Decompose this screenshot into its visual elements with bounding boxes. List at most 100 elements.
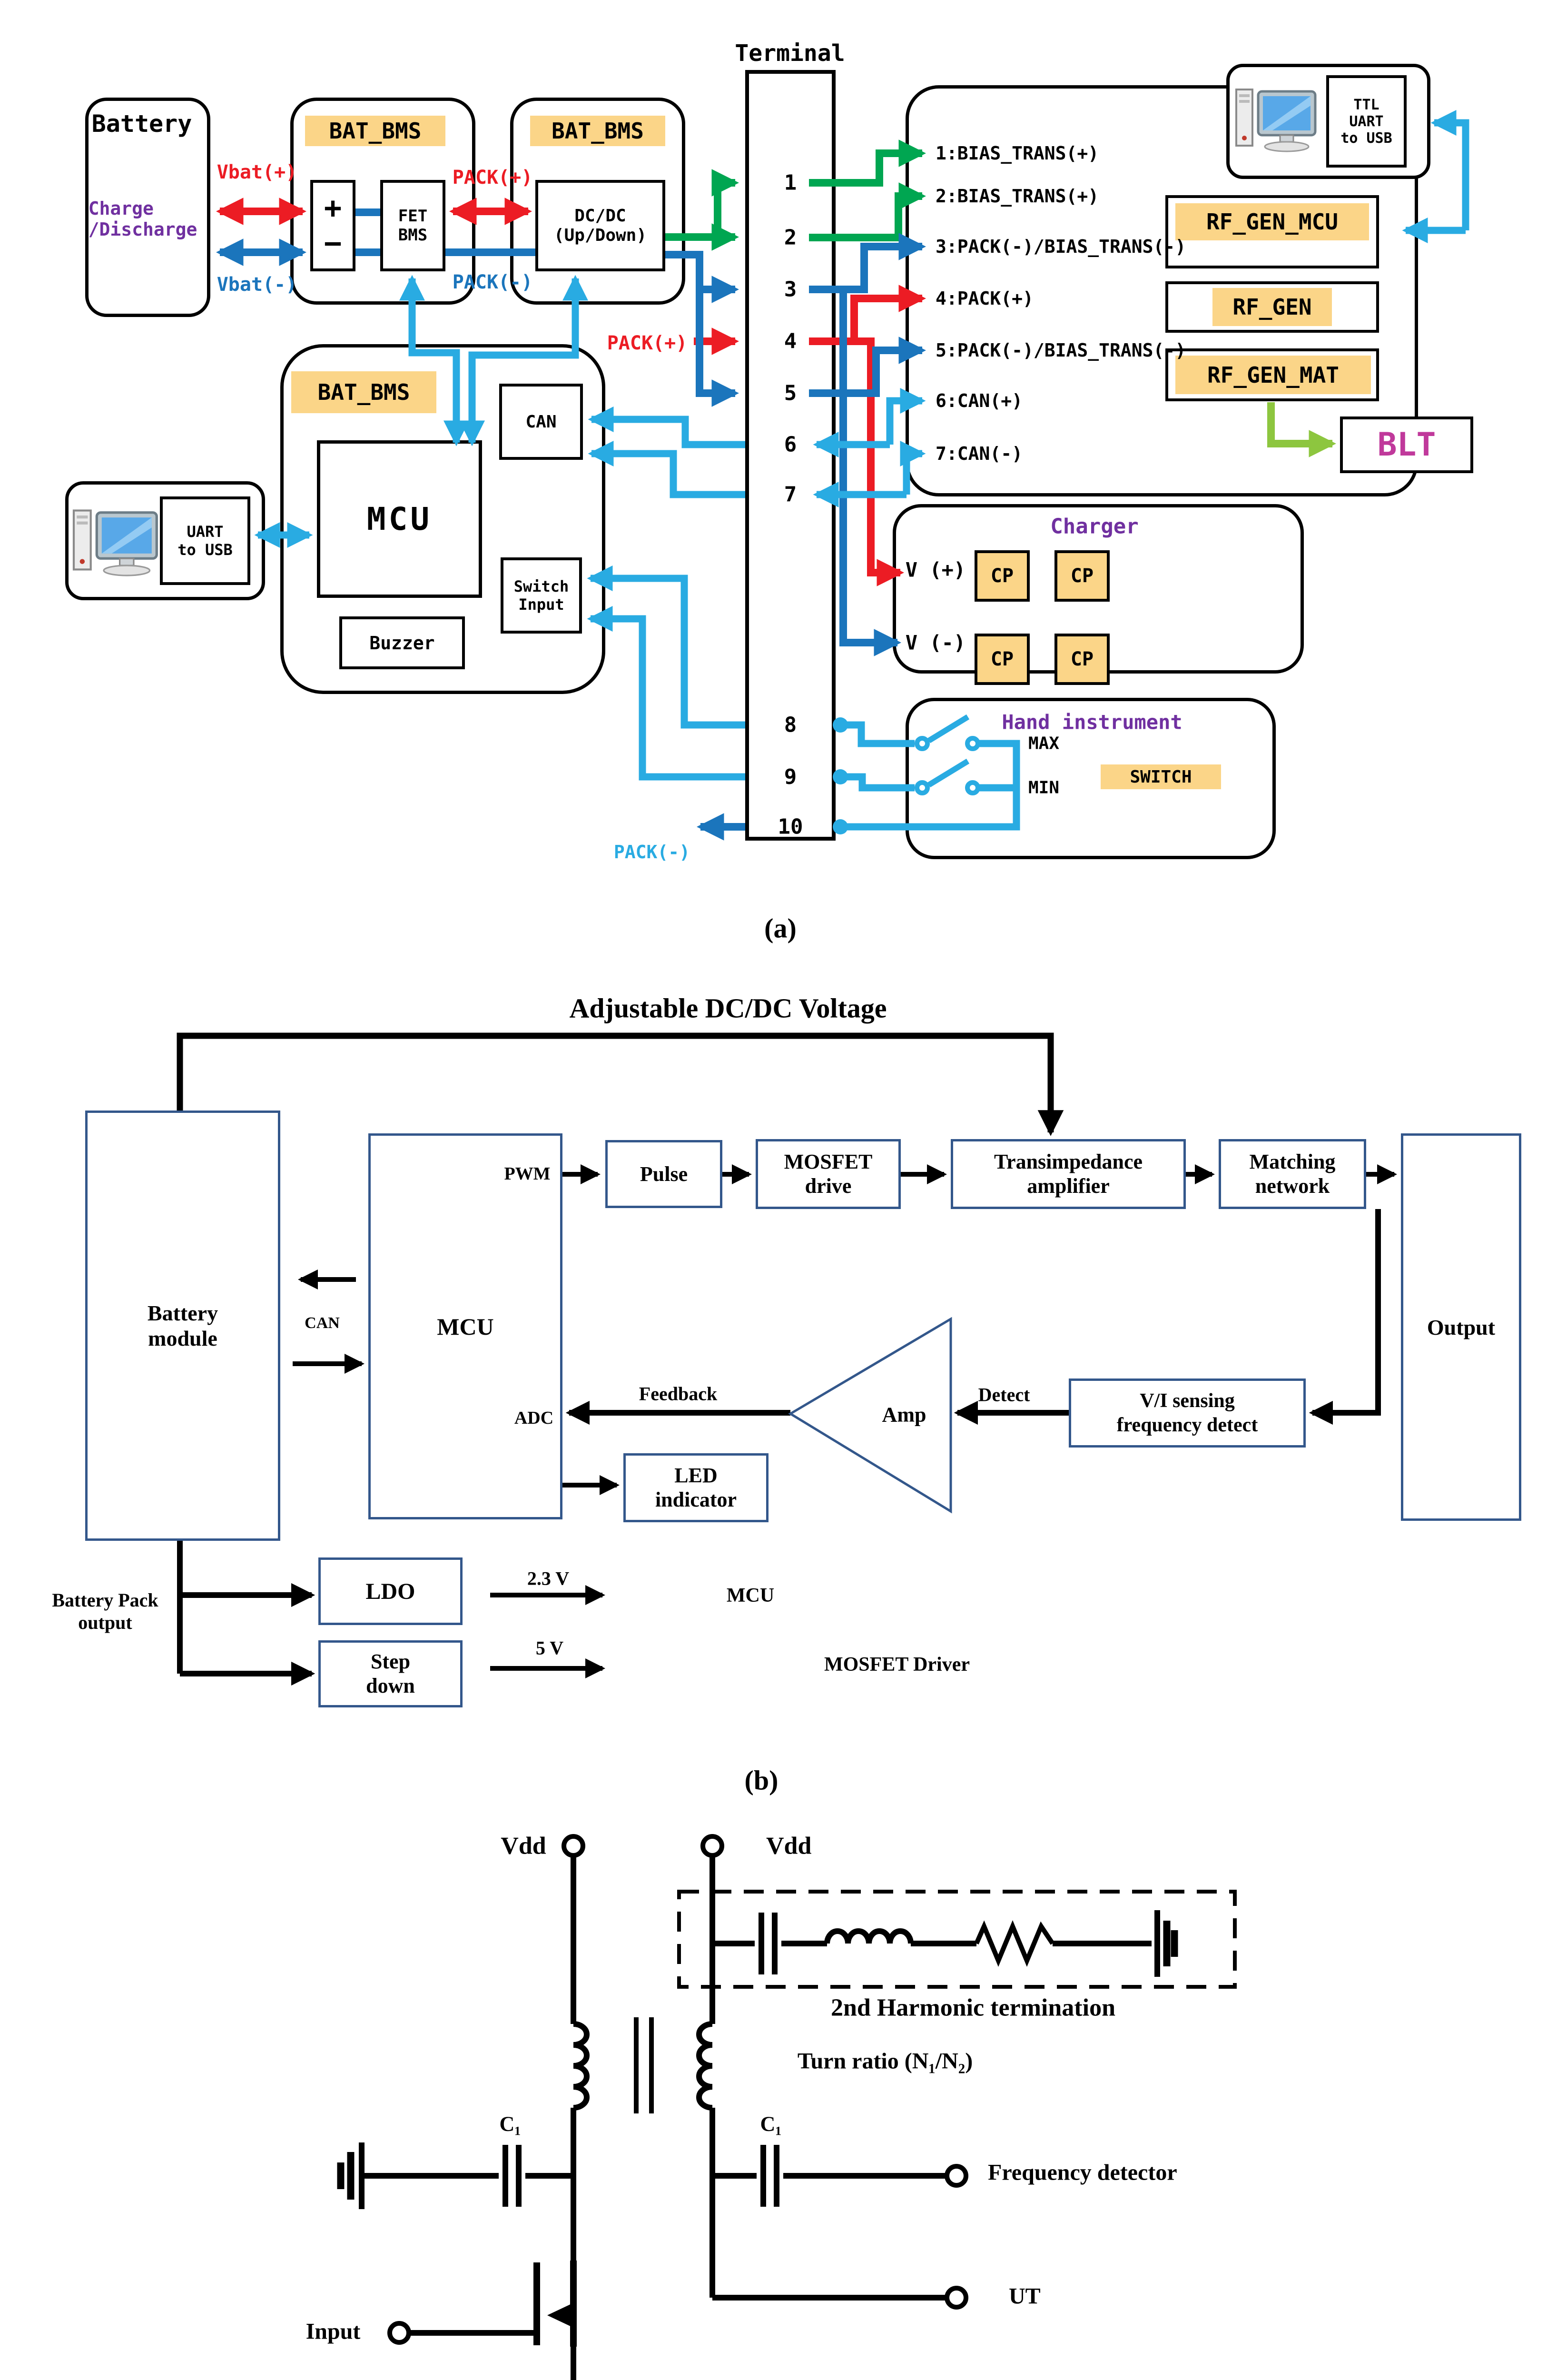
v-minus-label: V (-): [905, 631, 966, 654]
minus-sign: −: [324, 226, 342, 260]
battery-pack-output-label: Battery Pack output: [52, 1589, 158, 1633]
pin-label-2: 2:BIAS_TRANS(+): [936, 186, 1099, 207]
plus-sign: +: [324, 190, 342, 225]
pack-minus-top-label: PACK(-): [452, 271, 533, 293]
battery-box: [85, 98, 210, 317]
harmonic-inductor: [824, 1928, 914, 1944]
step-down-box: Step down: [318, 1640, 463, 1707]
max-label: MAX: [1028, 734, 1060, 754]
c-circuit: [337, 1834, 1237, 2380]
uart-usb-box: UART to USB: [160, 496, 250, 585]
harmonic-capacitor: [759, 1913, 778, 1974]
pin-9: 9: [784, 764, 797, 789]
ldo-box: LDO: [318, 1557, 463, 1625]
feedback-label: Feedback: [639, 1383, 718, 1405]
battery-module-box: Battery module: [85, 1111, 280, 1541]
caption-a: (a): [764, 912, 797, 944]
output-box: Output: [1401, 1133, 1521, 1521]
v-plus-label: V (+): [905, 558, 966, 582]
charge-discharge-label: Charge /Discharge: [88, 198, 197, 240]
pin-label-4: 4:PACK(+): [936, 288, 1034, 309]
cyan-wires: [254, 109, 1469, 831]
pin-10: 10: [778, 814, 803, 839]
pack-minus-out-label: PACK(-): [613, 842, 690, 863]
junction-dot: [833, 717, 848, 733]
green-wires: [665, 139, 926, 251]
freq-detector-label: Frequency detector: [988, 2160, 1177, 2185]
v5-label: 5 V: [535, 1637, 564, 1659]
pin-8: 8: [784, 713, 797, 737]
contact: [915, 780, 930, 795]
c1-right-label: C₁: [760, 2112, 782, 2136]
vi-sensing-box: V/I sensing frequency detect: [1069, 1378, 1306, 1448]
switch-label: SWITCH: [1101, 764, 1221, 789]
wire: [839, 289, 902, 656]
junction-dot: [833, 819, 848, 834]
harmonic-resistor: [974, 1920, 1055, 1967]
mosfet-driver-label: MOSFET Driver: [824, 1654, 970, 1676]
bat-bms2-label: BAT_BMS: [530, 116, 665, 146]
transformer-core: [634, 2017, 654, 2113]
cp-box-1: CP: [975, 550, 1030, 602]
wire: [711, 169, 739, 237]
hand-instrument-box: [906, 698, 1276, 859]
wire: [587, 605, 745, 781]
b-title: Adjustable DC/DC Voltage: [569, 992, 887, 1024]
freq-detector-terminal: [945, 2164, 968, 2188]
cell-plus-minus-box: +−: [310, 180, 355, 271]
rf-gen-mcu-label: RF_GEN_MCU: [1175, 203, 1369, 240]
dark-blue-wires: [216, 208, 926, 841]
c1-left-label: C₁: [499, 2112, 521, 2136]
turn-ratio-label: Turn ratio (N₁/N₂): [797, 2048, 973, 2074]
transformer-primary-coil: [573, 2021, 590, 2111]
pin-6: 6: [784, 432, 797, 457]
v23-label: 2.3 V: [527, 1567, 570, 1589]
cp-box-4: CP: [1054, 634, 1110, 685]
wire: [665, 251, 739, 303]
sense-wire: [1309, 1209, 1381, 1425]
vdd-right-label: Vdd: [766, 1832, 812, 1860]
can-b-label: CAN: [305, 1314, 340, 1332]
adjustable-dcdc-wire: [177, 1032, 1064, 1136]
wire: [809, 139, 926, 187]
pulse-box: Pulse: [605, 1140, 722, 1208]
amp-triangle: [788, 1317, 952, 1514]
contact: [965, 780, 980, 795]
c1-left-capacitor: [503, 2145, 522, 2207]
wire: [900, 441, 926, 495]
c1-right-capacitor: [760, 2145, 779, 2207]
vdd-terminal-right: [700, 1834, 724, 1858]
battery-title: Battery: [91, 110, 192, 138]
pin-3: 3: [784, 277, 797, 302]
contact: [965, 736, 980, 751]
wire: [1430, 109, 1469, 230]
harmonic-dashed-box: [677, 1890, 1237, 1989]
computer-icon-topright: [1236, 89, 1315, 151]
mcu-box: MCU: [317, 440, 482, 598]
led-indicator-box: LED indicator: [623, 1453, 769, 1522]
mosfet-arrow: [547, 2303, 573, 2328]
bat-bms1-label: BAT_BMS: [305, 116, 445, 146]
vdd-terminal-left: [562, 1834, 585, 1858]
detect-label: Detect: [978, 1384, 1030, 1406]
wire: [886, 388, 926, 445]
junction-dot: [833, 769, 848, 784]
dcdc-box: DC/DC (Up/Down): [535, 180, 665, 271]
b-wires: [177, 1032, 1398, 1686]
input-label: Input: [305, 2319, 361, 2344]
pack-plus-top-label: PACK(+): [452, 167, 533, 188]
switch-blade-min: [927, 758, 970, 788]
switch-contacts: [833, 717, 980, 834]
pin-label-6: 6:CAN(+): [936, 390, 1023, 411]
transformer-secondary-coil: [696, 2021, 713, 2111]
mcu-target-label: MCU: [726, 1585, 775, 1606]
adc-label: ADC: [514, 1408, 554, 1428]
charger-title: Charger: [1050, 514, 1139, 539]
pin-7: 7: [784, 482, 797, 507]
transimpedance-box: Transimpedance amplifier: [951, 1139, 1186, 1209]
wire: [809, 285, 926, 345]
wire: [840, 721, 915, 747]
pin-5: 5: [784, 381, 797, 406]
